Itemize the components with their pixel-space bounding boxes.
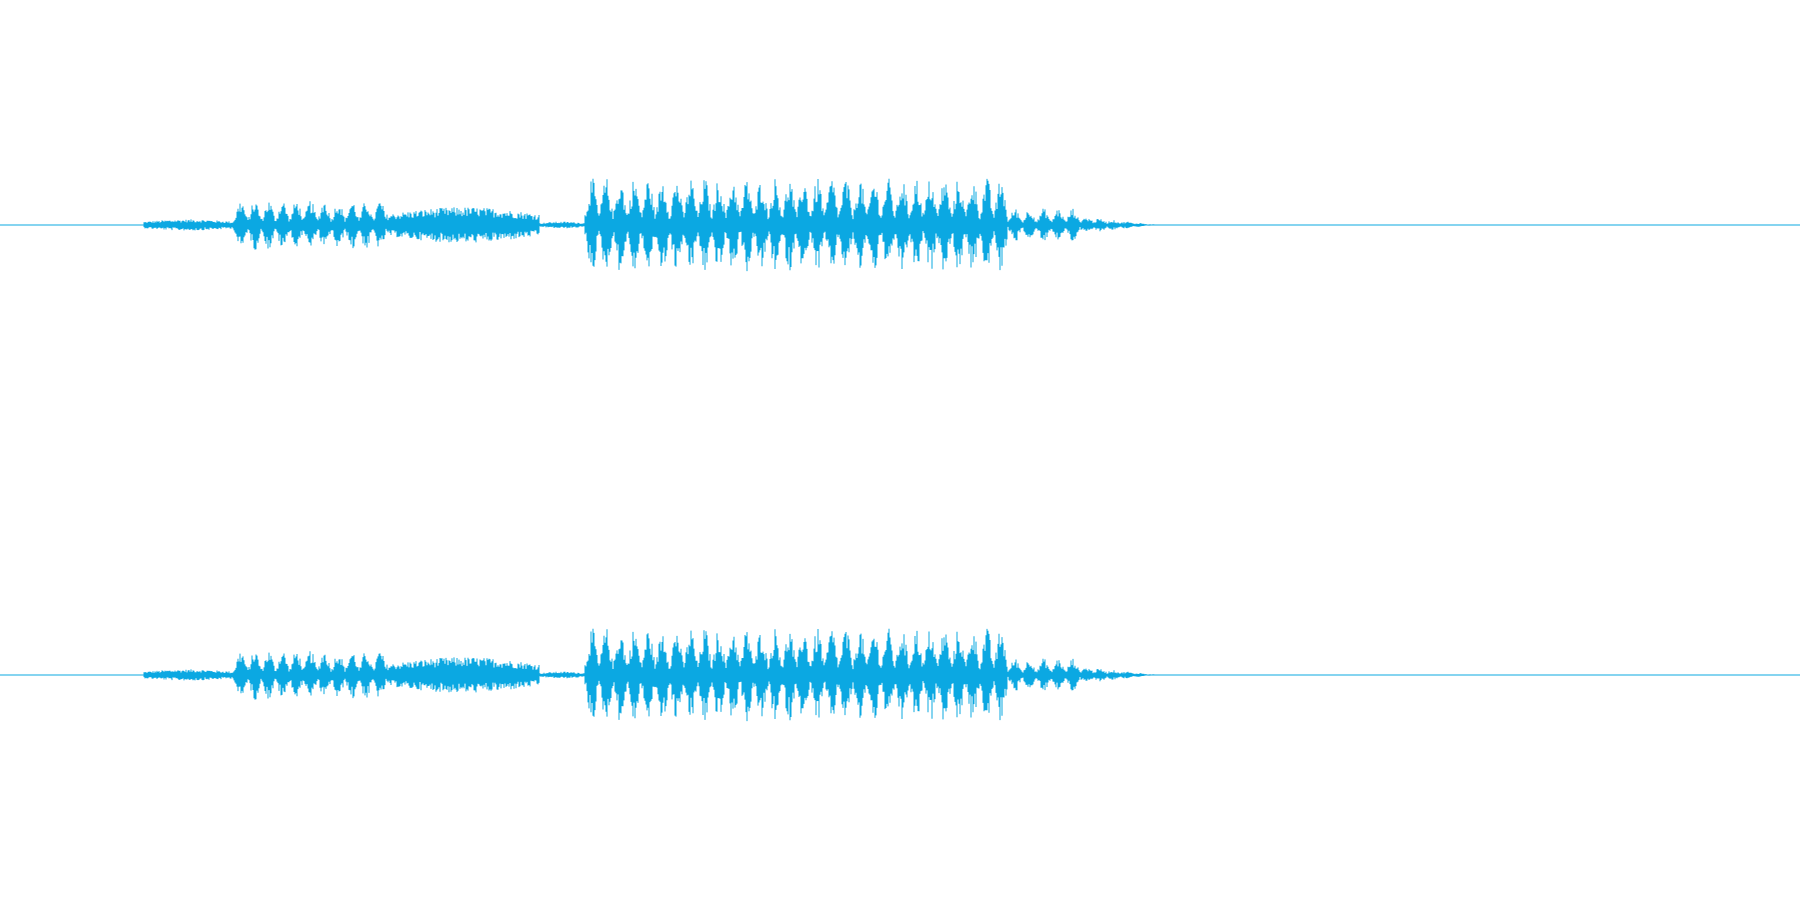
waveform-channel-right[interactable]	[0, 615, 1800, 735]
waveform-left-peaks	[143, 178, 1160, 272]
waveform-channel-left[interactable]	[0, 165, 1800, 285]
waveform-peaks-path	[143, 628, 1160, 722]
waveform-left-svg	[0, 178, 1800, 272]
waveform-right-peaks	[143, 628, 1160, 722]
waveform-peaks-path	[143, 178, 1160, 272]
waveform-right-svg	[0, 628, 1800, 722]
